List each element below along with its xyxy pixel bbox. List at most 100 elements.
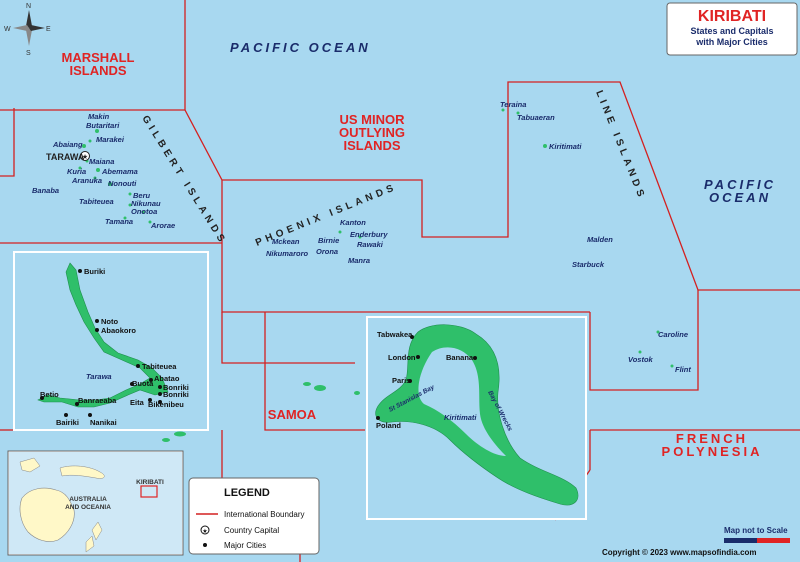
inset-label-bairiki: Bairiki (56, 418, 79, 427)
legend-city-icon (203, 543, 207, 547)
label-abaiang: Abaiang (52, 140, 83, 149)
kiritimati-inset: Tabwakea London Banana Paris Poland Kiri… (366, 316, 587, 520)
label-tamana: Tamana (105, 217, 133, 226)
label-usminor-3: ISLANDS (343, 138, 400, 153)
inset-label-noto: Noto (101, 317, 118, 326)
label-onotoa: Onotoa (131, 207, 157, 216)
label-kiritimati: Kiritimati (549, 142, 582, 151)
label-marshall-1: MARSHALL (62, 50, 135, 65)
scale-note: Map not to Scale (724, 526, 788, 535)
label-nikumaroro: Nikumaroro (266, 249, 309, 258)
legend-boundary-label: International Boundary (224, 510, 305, 519)
inset-label-london: London (388, 353, 416, 362)
capital-label-tarawa: TARAWA (46, 152, 85, 162)
inset-label-paris: Paris (392, 376, 410, 385)
compass-n: N (26, 3, 31, 10)
label-abemama: Abemama (101, 167, 138, 176)
country-labels: MARSHALL ISLANDS US MINOR OUTLYING ISLAN… (62, 50, 763, 459)
ocean-label-right-1: PACIFIC (704, 177, 776, 192)
locator-map: AUSTRALIA AND OCEANIA KIRIBATI (7, 450, 184, 556)
label-teraina: Teraina (500, 100, 526, 109)
title-box: KIRIBATI States and Capitals with Major … (666, 2, 798, 56)
label-marshall-2: ISLANDS (69, 63, 126, 78)
label-butaritari: Butaritari (86, 121, 120, 130)
label-beru: Beru (133, 191, 151, 200)
label-manra: Manra (348, 256, 370, 265)
label-caroline: Caroline (658, 330, 688, 339)
inset-label-bonriki-2: Bonriki (163, 390, 189, 399)
locator-label-region-2: AND OCEANIA (65, 504, 111, 511)
label-nikunau: Nikunau (131, 199, 161, 208)
svg-text:★: ★ (82, 153, 88, 161)
kiritimati-lagoon (418, 347, 506, 456)
label-orona: Orona (316, 247, 338, 256)
compass-s: S (26, 50, 31, 57)
label-rawaki: Rawaki (357, 240, 384, 249)
inset-label-bonriki-1: Bonriki (163, 383, 189, 392)
inset-label-banraeaba: Banraeaba (78, 396, 117, 405)
label-aranuka: Aranuka (71, 176, 102, 185)
label-marakei: Marakei (96, 135, 125, 144)
label-nonouti: Nonouti (108, 179, 137, 188)
locator-highlight-box (140, 485, 158, 498)
label-french-1: FRENCH (676, 431, 748, 446)
ocean-labels: PACIFIC OCEAN PACIFIC OCEAN (230, 40, 776, 205)
legend-title: LEGEND (224, 487, 270, 499)
island-shapes (26, 108, 674, 442)
label-malden: Malden (587, 235, 613, 244)
copyright: Copyright © 2023 www.mapsofindia.com (602, 548, 757, 557)
locator-label-kiribati: KIRIBATI (136, 479, 164, 486)
inset-label-kiritimati: Kiritimati (444, 413, 477, 422)
label-vostok: Vostok (628, 355, 654, 364)
inset-label-eita: Eita (130, 398, 145, 407)
island-labels: Makin Butaritari Marakei Abaiang Maiana … (32, 100, 691, 374)
map-title: KIRIBATI (698, 8, 766, 25)
label-mckean: Mckean (272, 237, 300, 246)
label-makin: Makin (88, 112, 110, 121)
inset-label-buriki: Buriki (84, 267, 105, 276)
label-tabuaeran: Tabuaeran (517, 113, 555, 122)
compass-e: E (46, 26, 51, 33)
inset-label-bikenibeu: Bikenibeu (148, 400, 184, 409)
compass-icon: N S E W (4, 3, 51, 57)
inset-label-nanikai: Nanikai (90, 418, 117, 427)
capital-tarawa: ★ TARAWA (46, 151, 90, 162)
label-starbuck: Starbuck (572, 260, 605, 269)
label-flint: Flint (675, 365, 691, 374)
locator-label-region-1: AUSTRALIA (69, 496, 107, 503)
ocean-label-top: PACIFIC OCEAN (230, 40, 371, 55)
label-maiana: Maiana (89, 157, 114, 166)
label-birnie: Birnie (318, 236, 339, 245)
label-banaba: Banaba (32, 186, 59, 195)
legend-capital-label: Country Capital (224, 526, 279, 535)
map-subtitle-2: with Major Cities (695, 37, 768, 47)
label-kanton: Kanton (340, 218, 366, 227)
compass-w: W (4, 26, 11, 33)
label-samoa: SAMOA (268, 407, 317, 422)
tarawa-atoll (37, 262, 169, 408)
label-arorae: Arorae (150, 221, 175, 230)
legend-cities-label: Major Cities (224, 541, 266, 550)
inset-label-tabiteuea: Tabiteuea (142, 362, 177, 371)
inset-label-tarawa-lagoon: Tarawa (86, 372, 112, 381)
legend-capital-icon: ★ (202, 528, 207, 535)
inset-label-poland: Poland (376, 421, 401, 430)
tarawa-inset: Buriki Noto Abaokoro Tarawa Tabiteuea Ab… (13, 251, 209, 431)
label-tabiteuea: Tabiteuea (79, 197, 114, 206)
inset-label-betio: Betio (40, 390, 59, 399)
label-usminor-1: US MINOR (340, 112, 406, 127)
label-enderbury: Enderbury (350, 230, 388, 239)
map-subtitle-1: States and Capitals (690, 26, 773, 36)
inset-label-banana: Banana (446, 353, 474, 362)
inset-label-abatao: Abatao (154, 374, 180, 383)
locator-australia (19, 487, 75, 542)
label-french-2: POLYNESIA (662, 444, 763, 459)
inset-label-abaokoro: Abaokoro (101, 326, 136, 335)
footer: Map not to Scale Copyright © 2023 www.ma… (602, 526, 790, 557)
legend: LEGEND International Boundary ★ Country … (188, 477, 320, 555)
label-usminor-2: OUTLYING (339, 125, 405, 140)
ocean-label-right-2: OCEAN (709, 190, 771, 205)
